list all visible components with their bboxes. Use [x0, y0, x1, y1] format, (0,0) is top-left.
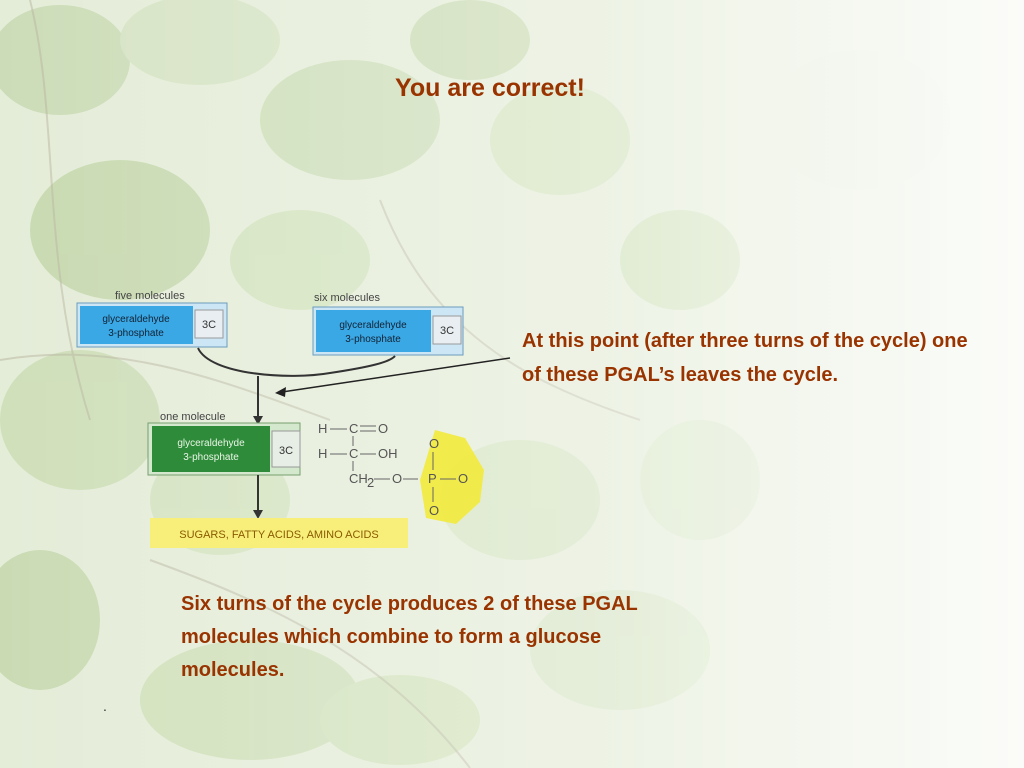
down-arrow-head — [253, 416, 263, 425]
glucose-note: Six turns of the cycle produces 2 of the… — [181, 593, 638, 681]
atom-o-phosphate-bottom: O — [429, 503, 439, 518]
caption-one-molecule: one molecule — [160, 411, 225, 423]
atom-h-1: H — [318, 421, 327, 436]
box-six-molecules: glyceraldehyde 3-phosphate 3C — [312, 306, 464, 356]
atom-c-2: C — [349, 446, 358, 461]
pgal-structural-formula: H C O H C OH CH 2 O O P O O — [318, 421, 468, 518]
slide-title: You are correct! — [395, 74, 585, 102]
atom-o-bridge: O — [392, 471, 402, 486]
atom-p: P — [428, 471, 437, 486]
atom-o-phosphate-right: O — [458, 471, 468, 486]
right-box-name-line2: 3-phosphate — [345, 334, 401, 345]
products-arrow-head — [253, 510, 263, 519]
converging-curve — [197, 347, 396, 377]
green-box-name-line2: 3-phosphate — [183, 452, 239, 463]
right-box-carbon: 3C — [440, 325, 454, 337]
left-box-name-line2: 3-phosphate — [108, 328, 164, 339]
atom-h-2: H — [318, 446, 327, 461]
products-band: SUGARS, FATTY ACIDS, AMINO ACIDS — [150, 518, 408, 548]
pgal-leaves-note: At this point (after three turns of the … — [522, 330, 968, 386]
calvin-cycle-pgal-diagram: five molecules six molecules one molecul… — [76, 290, 511, 548]
atom-c-1: C — [349, 421, 358, 436]
green-box-name-line1: glyceraldehyde — [177, 438, 245, 449]
box-five-molecules: glyceraldehyde 3-phosphate 3C — [76, 302, 228, 348]
left-box-name-line1: glyceraldehyde — [102, 314, 170, 325]
pointer-arrow-head — [275, 387, 286, 397]
atom-o-1: O — [378, 421, 388, 436]
products-label: SUGARS, FATTY ACIDS, AMINO ACIDS — [179, 529, 378, 541]
phosphate-highlight — [420, 430, 484, 524]
left-box-carbon: 3C — [202, 319, 216, 331]
group-ch2: CH — [349, 471, 368, 486]
caption-five-molecules: five molecules — [115, 290, 185, 302]
right-box-name-line1: glyceraldehyde — [339, 320, 407, 331]
atom-o-phosphate-top: O — [429, 436, 439, 451]
green-box-carbon: 3C — [279, 445, 293, 457]
group-oh: OH — [378, 446, 398, 461]
stray-dot: . — [103, 698, 107, 714]
box-one-molecule: glyceraldehyde 3-phosphate 3C — [147, 422, 301, 476]
pointer-arrow-line — [281, 357, 511, 393]
caption-six-molecules: six molecules — [314, 292, 381, 304]
ch2-subscript: 2 — [367, 475, 374, 490]
